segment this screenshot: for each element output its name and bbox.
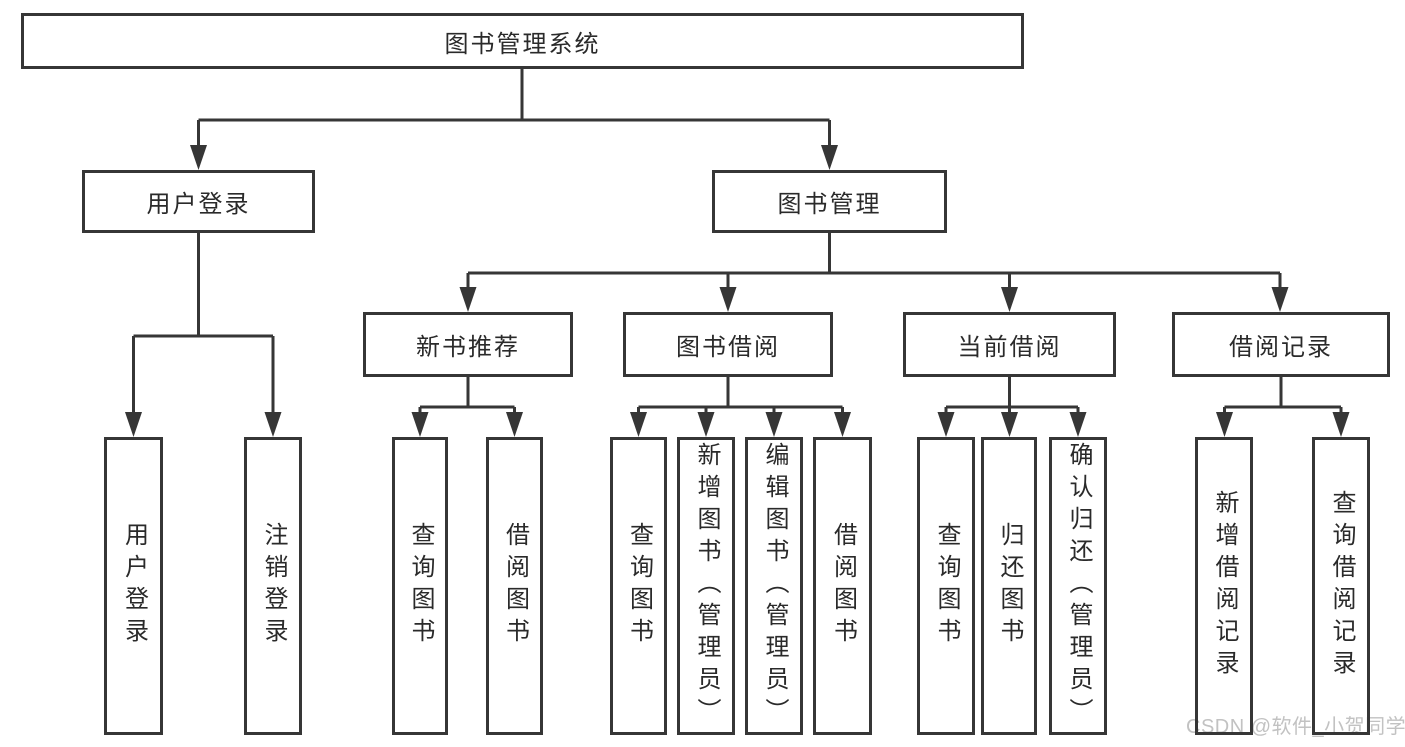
arrowhead <box>630 412 647 437</box>
arrowhead <box>506 412 523 437</box>
watermark: CSDN @软件_小贺同学 <box>1186 716 1405 738</box>
node-new-book-recommendation: 新书推荐 <box>363 312 573 377</box>
leaf-query-books-recommend: 查询图书 <box>392 437 448 735</box>
arrowhead <box>719 287 737 312</box>
arrowhead <box>1001 287 1018 312</box>
leaf-edit-book-admin: 编辑图书（管理员） <box>745 437 803 735</box>
arrowhead <box>1069 412 1087 437</box>
arrowhead <box>1216 412 1233 437</box>
leaf-query-books-current: 查询图书 <box>917 437 975 735</box>
arrowhead <box>765 412 783 437</box>
arrowhead <box>834 412 851 437</box>
arrowhead <box>1001 412 1018 437</box>
arrowhead <box>697 412 715 437</box>
arrowhead <box>1332 412 1350 437</box>
arrowhead <box>459 287 477 312</box>
arrowhead <box>190 145 207 170</box>
node-user-login: 用户登录 <box>82 170 315 233</box>
arrowhead <box>411 412 429 437</box>
tree-edges <box>132 66 1343 416</box>
leaf-add-borrow-record: 新增借阅记录 <box>1195 437 1253 735</box>
leaf-query-books-borrow: 查询图书 <box>610 437 667 735</box>
arrowhead <box>937 412 955 437</box>
leaf-borrow-books-recommend: 借阅图书 <box>486 437 543 735</box>
arrowhead <box>1271 287 1289 312</box>
arrowhead <box>125 412 142 437</box>
node-borrowing-records: 借阅记录 <box>1172 312 1390 377</box>
arrowheads <box>125 145 1350 437</box>
arrowhead <box>821 145 838 170</box>
leaf-confirm-return-admin: 确认归还（管理员） <box>1049 437 1107 735</box>
leaf-logout: 注销登录 <box>244 437 302 735</box>
leaf-return-book: 归还图书 <box>981 437 1037 735</box>
arrowhead <box>264 412 282 437</box>
leaf-add-book-admin: 新增图书（管理员） <box>677 437 735 735</box>
leaf-query-borrow-record: 查询借阅记录 <box>1312 437 1370 735</box>
node-book-borrowing: 图书借阅 <box>623 312 833 377</box>
leaf-borrow-books-borrow: 借阅图书 <box>813 437 872 735</box>
leaf-user-login: 用户登录 <box>104 437 163 735</box>
node-book-management: 图书管理 <box>712 170 947 233</box>
node-root: 图书管理系统 <box>21 13 1024 69</box>
node-current-borrowing: 当前借阅 <box>903 312 1116 377</box>
